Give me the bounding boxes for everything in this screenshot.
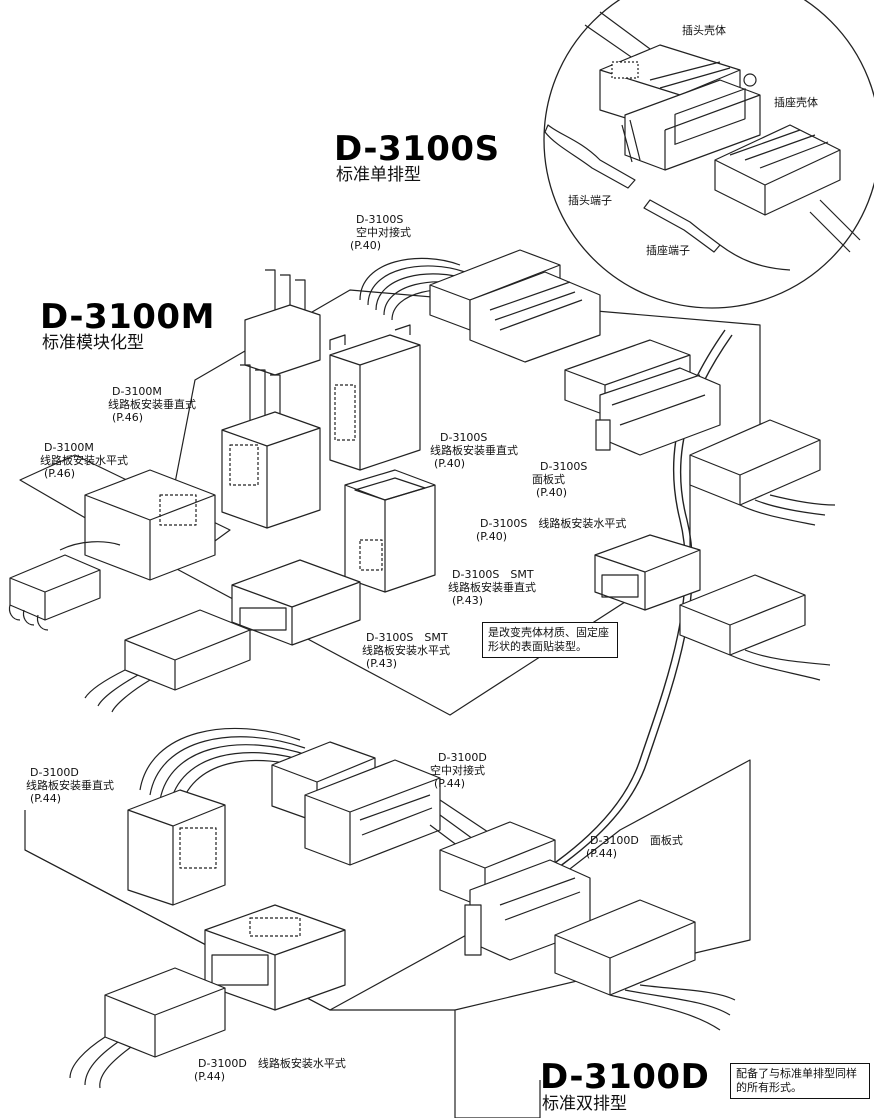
d-right-plug xyxy=(554,899,736,1031)
d-horizontal-plug xyxy=(69,967,226,1089)
s-vertical-receptacle xyxy=(329,324,421,471)
m-horizontal-receptacle xyxy=(84,469,216,581)
s-horizontal-receptacle xyxy=(594,534,701,611)
series-m-subtitle: 标准模块化型 xyxy=(42,333,144,353)
d-vertical-receptacle xyxy=(127,789,226,906)
s-cable-connector xyxy=(359,249,601,363)
inset-receptacle-terminal-label: 插座端子 xyxy=(646,244,690,257)
note-smt: 是改变壳体材质、固定座形状的表面贴装型。 xyxy=(482,622,618,658)
series-d-title: D-3100D xyxy=(540,1057,710,1097)
m-vertical-connector xyxy=(221,269,321,529)
inset-right-connector xyxy=(714,124,841,216)
m-horizontal-plug xyxy=(8,541,121,631)
inset-plug-terminal xyxy=(544,124,636,189)
s-smt-vertical xyxy=(344,469,436,593)
d-cable-receptacle xyxy=(304,759,441,866)
s-right-plug xyxy=(689,419,836,526)
series-d-subtitle: 标准双排型 xyxy=(542,1094,627,1114)
s-smt-horizontal xyxy=(231,559,361,646)
inset-plug-housing-label: 插头壳体 xyxy=(682,24,726,37)
inset-receptacle-terminal xyxy=(643,199,791,271)
d-horizontal-receptacle xyxy=(204,904,346,1011)
s-left-plug xyxy=(84,609,251,713)
s-horizontal-plug xyxy=(679,574,831,681)
inset-receptacle-housing xyxy=(621,73,761,171)
series-s-subtitle: 标准单排型 xyxy=(336,165,421,185)
note-d-series: 配备了与标准单排型同样的所有形式。 xyxy=(730,1063,870,1099)
inset-plug-terminal-label: 插头端子 xyxy=(568,194,612,207)
s-panel-connector xyxy=(564,339,721,456)
series-s-title: D-3100S xyxy=(334,129,500,169)
inset-receptacle-housing-label: 插座壳体 xyxy=(774,96,818,109)
board-d-lower xyxy=(24,849,455,1011)
series-m-title: D-3100M xyxy=(40,297,215,337)
